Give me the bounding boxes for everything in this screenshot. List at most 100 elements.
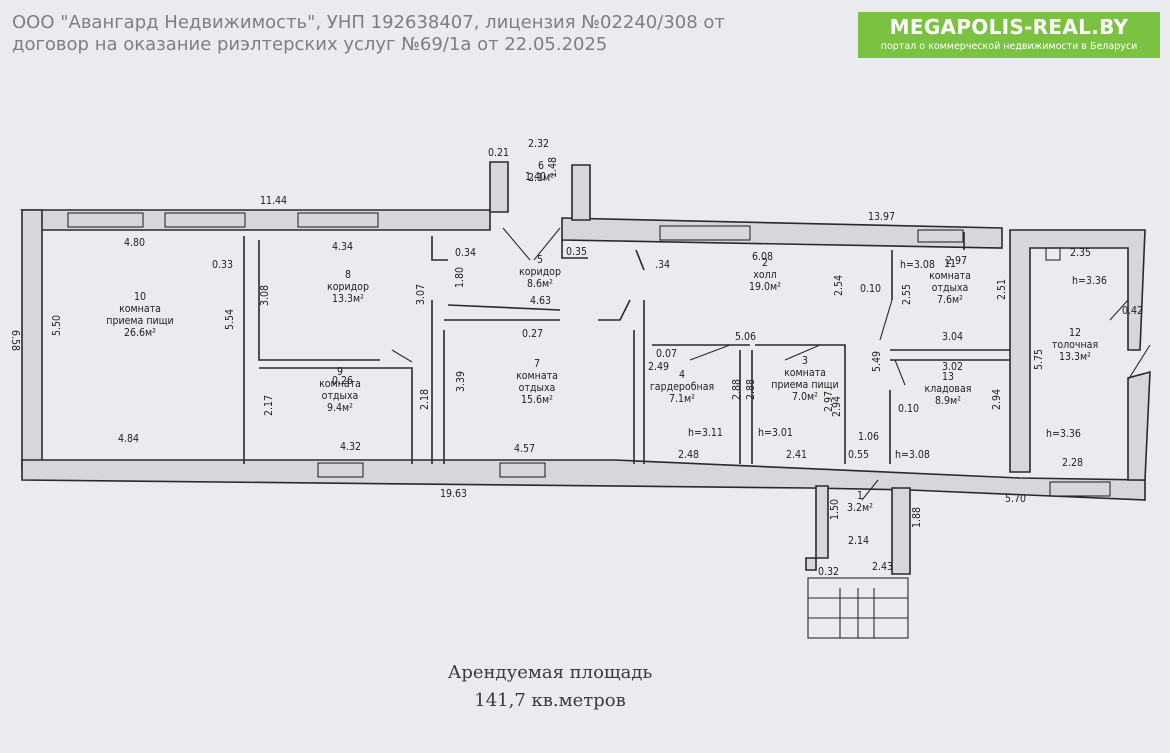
partitions (243, 227, 1151, 501)
dimension-label: 4.80 (124, 237, 145, 249)
vestibule-wall (489, 161, 509, 213)
dimension-label: 3.04 (942, 331, 963, 343)
window (917, 229, 964, 243)
room-area: 13.3м² (1059, 351, 1091, 363)
room-number: 12 (1069, 327, 1081, 339)
dimension-label: 19.63 (440, 488, 467, 500)
room-area: 19.0м² (749, 281, 781, 293)
column (1045, 247, 1061, 261)
window (317, 462, 364, 478)
dimension-label: 5.06 (735, 331, 756, 343)
window (67, 212, 144, 228)
windows (67, 212, 1111, 497)
room-number: 13 (942, 371, 954, 383)
dimension-label: 0.07 (656, 348, 677, 360)
dimension-label: 13.97 (868, 211, 895, 223)
dimension-label: 2.41 (786, 449, 807, 461)
dimension-label: 2.35 (1070, 247, 1091, 259)
dimension-label: 3.02 (942, 361, 963, 373)
dimension-label: 2.94 (991, 389, 1003, 410)
room-area: 7.1м² (669, 393, 695, 405)
agency-info-line: ООО "Авангард Недвижимость", УНП 1926384… (12, 12, 725, 33)
megapolis-logo: MEGAPOLIS-REAL.BY портал о коммерческой … (858, 12, 1160, 58)
room-name: комната (119, 303, 161, 315)
dimension-label: 2.49 (648, 361, 669, 373)
dimension-label: 0.42 (1122, 305, 1143, 317)
annex-east-lower (1127, 370, 1151, 481)
partition (755, 344, 846, 464)
window (297, 212, 379, 228)
dimension-label: 1.88 (911, 507, 923, 528)
entry-steps (807, 577, 909, 639)
door-swing (861, 479, 879, 501)
room-number: 6 (538, 160, 544, 172)
dimension-label: 0.55 (848, 449, 869, 461)
dimension-label: 1.80 (454, 267, 466, 288)
room-name: толочная (1052, 339, 1098, 351)
dimension-label: 3.39 (455, 371, 467, 392)
north-wall-mid (561, 217, 1003, 249)
room-area: 7.0м² (792, 391, 818, 403)
dimension-label: 2.17 (263, 395, 275, 416)
door-swing (502, 227, 531, 261)
room-number: 7 (534, 358, 540, 370)
dimension-label: 4.57 (514, 443, 535, 455)
room-number: 11 (944, 258, 956, 270)
room-label: 62.1м² (528, 160, 554, 184)
dimension-label: 1.50 (829, 499, 841, 520)
room-number: 3 (802, 355, 808, 367)
room-number: 1 (857, 490, 863, 502)
partition (635, 249, 645, 271)
room-area: 15.6м² (521, 394, 553, 406)
dimension-label: 5.75 (1033, 349, 1045, 370)
rented-area-caption: Арендуемая площадь (447, 662, 653, 683)
dimension-label: 5.54 (224, 309, 236, 330)
dimension-label: 4.34 (332, 241, 353, 253)
room-name: кладовая (925, 383, 972, 395)
dimension-label: 0.10 (898, 403, 919, 415)
room-area: 8.9м² (935, 395, 961, 407)
west-wall (21, 209, 43, 472)
window (659, 225, 751, 241)
vestibule-wall-right (571, 164, 591, 221)
room-name: приема пищи (771, 379, 838, 391)
annex-wall (1009, 229, 1146, 473)
room-name: коридор (519, 266, 561, 278)
partition (258, 240, 380, 361)
dimension-label: 3.08 (259, 285, 271, 306)
room-name: комната (929, 270, 971, 282)
dimension-label: 2.54 (833, 275, 845, 296)
room-area: 8.6м² (527, 278, 553, 290)
room-area: 2.1м² (528, 172, 554, 184)
dimension-label: 0.21 (488, 147, 509, 159)
partition (259, 367, 413, 464)
room-number: 9 (337, 366, 343, 378)
room-area: 3.2м² (847, 502, 873, 514)
dimension-label: 4.84 (118, 433, 139, 445)
contract-info-line: договор на оказание риэлтерских услуг №6… (12, 34, 608, 55)
dimension-label: 2.48 (678, 449, 699, 461)
room-area: 13.3м² (332, 293, 364, 305)
room-name: гардеробная (650, 381, 714, 393)
dimension-label: h=3.08 (895, 449, 930, 461)
dimension-label: 5.49 (871, 351, 883, 372)
room-number: 5 (537, 254, 543, 266)
room-number: 4 (679, 369, 685, 381)
dimension-label: 0.35 (566, 246, 587, 258)
room-area: 7.6м² (937, 294, 963, 306)
dimension-label: 0.34 (455, 247, 476, 259)
room-name: отдыха (519, 382, 556, 394)
dimension-label: 2.88 (731, 379, 743, 400)
partition (431, 236, 448, 261)
window (164, 212, 246, 228)
